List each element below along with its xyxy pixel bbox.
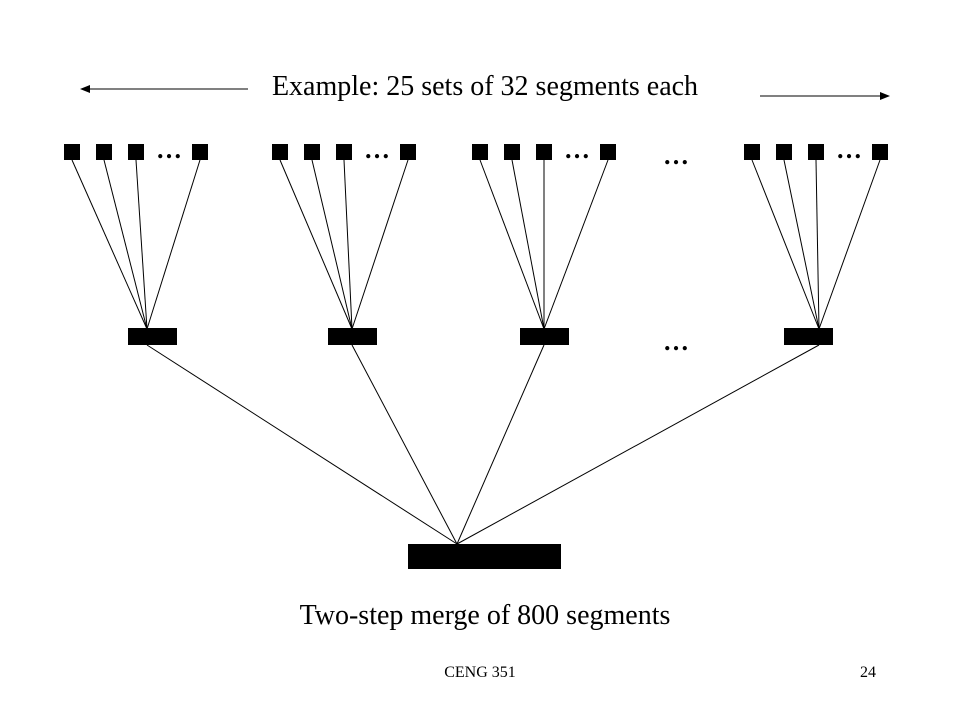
intermediate-run-box [128,328,177,345]
segment-connector [343,159,353,330]
intermediate-run-box [784,328,833,345]
run-connector [456,344,820,545]
segment-square [304,144,320,160]
right-arrow-head [880,92,890,100]
segment-connector [511,159,545,330]
segment-connector [135,159,148,330]
segment-connector [815,159,820,330]
segment-connector [103,159,148,330]
segments-ellipsis: … [156,135,182,164]
final-merged-box [408,544,561,569]
diagram-caption: Two-step merge of 800 segments [299,600,671,631]
footer-course-code: CENG 351 [444,664,516,681]
segments-ellipsis: … [836,135,862,164]
connector-lines [71,88,886,545]
segment-square [776,144,792,160]
segment-square [536,144,552,160]
segment-connector [783,159,820,330]
segment-square [96,144,112,160]
segment-connector [146,159,201,330]
run-connector [351,344,458,545]
segment-square [336,144,352,160]
segment-connector [279,159,353,330]
run-connector [146,344,458,545]
segment-connector [311,159,353,330]
segment-connector [71,159,148,330]
segment-connector [818,159,881,330]
segments-ellipsis: … [564,135,590,164]
segment-connector [479,159,545,330]
segment-square [744,144,760,160]
intermediate-run-box [520,328,569,345]
sets-ellipsis: … [663,141,689,170]
segment-square [64,144,80,160]
segment-square [504,144,520,160]
run-connector [456,344,545,545]
segment-square [872,144,888,160]
segment-connector [751,159,820,330]
slide-title: Example: 25 sets of 32 segments each [271,71,699,102]
intermediate-run-box [328,328,377,345]
footer-page-number: 24 [860,664,876,681]
segment-square [472,144,488,160]
segment-square [192,144,208,160]
segments-ellipsis: … [364,135,390,164]
segment-square [600,144,616,160]
segment-square [128,144,144,160]
segment-boxes [64,144,888,569]
segment-connector [351,159,409,330]
segment-square [808,144,824,160]
runs-ellipsis: … [663,327,689,356]
segment-square [400,144,416,160]
direction-arrows [80,85,890,100]
segment-square [272,144,288,160]
left-arrow-head [80,85,90,93]
ellipsis-labels: … … … … … … [156,135,862,356]
segment-connector [543,159,609,330]
